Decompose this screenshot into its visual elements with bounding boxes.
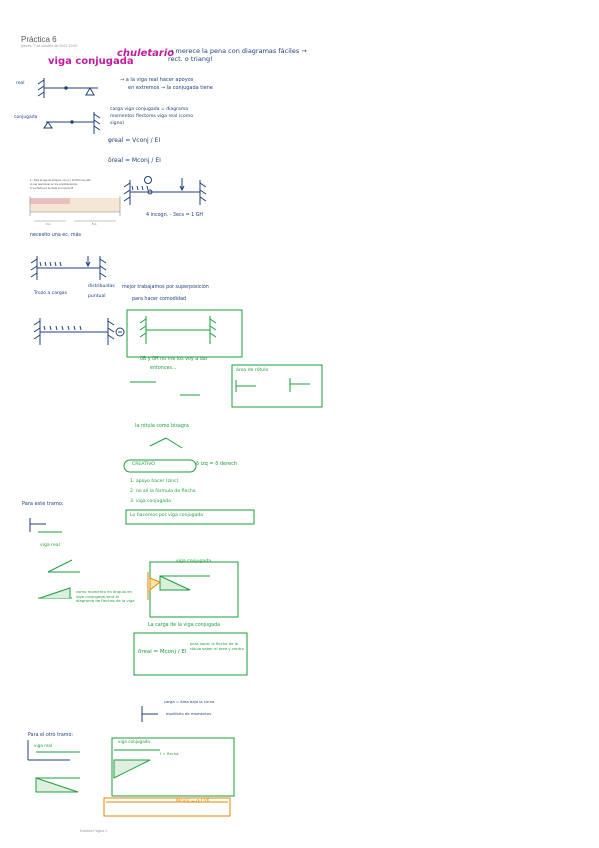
note-line-31: para sacar la flecha de la rótula saber …	[190, 641, 244, 651]
note-line-12: puntual	[88, 294, 106, 299]
green-diagrams	[35, 381, 210, 793]
superposition-sketch	[33, 318, 125, 345]
note-line-29: La carga de la viga conjugada	[148, 623, 221, 628]
green-boxes	[111, 309, 323, 797]
note-line-05: signo)	[110, 121, 125, 126]
note-line-37: f = flecha	[160, 751, 179, 756]
beam-two-supports	[30, 256, 107, 280]
note-line-07: δreal = Mconj / EI	[108, 157, 161, 164]
label-conjugada: conjugada	[14, 115, 38, 120]
page-footer: Estática Página 1	[80, 829, 108, 833]
note-line-11: distribuidas	[88, 284, 115, 289]
note-line-19: CREATIVO	[132, 462, 155, 467]
note-line-13: mejor trabajamos por superposición	[122, 285, 209, 290]
pasted-line-c: b) La flecha en la rótula en el punto B	[30, 187, 74, 190]
note-line-26: viga real	[40, 543, 60, 548]
note-line-38: Mconj = q·L²/6	[176, 799, 210, 804]
label-real: real	[16, 81, 25, 86]
page-timestamp: jueves, 7 de octubre de 2021 10:00	[21, 44, 78, 48]
pasted-problem-figure	[29, 196, 121, 222]
note-line-33: Para el otro tramo:	[28, 733, 74, 738]
note-line-09: necesito una ec. más	[30, 233, 82, 238]
fixed-beam-sketch	[123, 176, 207, 205]
note-line-35: viga conjugada	[118, 739, 150, 744]
note-line-27: viga conjugada	[176, 559, 212, 564]
note-line-16: entonces...	[150, 366, 177, 371]
note-line-04: momentos flectores viga real (como	[110, 114, 194, 119]
note-line-06: φreal = Vconj / EI	[108, 137, 161, 144]
pasted-dim-left: 3 m	[46, 223, 51, 226]
pasted-line-b: a) Las reacciones en los empotramientos	[30, 183, 78, 186]
pasted-problem: 1.- Para la viga de la figura, con q = 1…	[30, 179, 122, 227]
heading-rest: → merece la pena con diagramas fáciles →…	[168, 47, 307, 64]
heading-viga-conjugada: viga conjugada	[48, 56, 134, 67]
note-line-20: δ izq = δ derech	[196, 461, 238, 467]
note-line-01: → a la viga real hacer apoyos	[120, 77, 194, 83]
note-line-28: como momento en ángulo en viga conjugada…	[76, 589, 135, 604]
pasted-dim-right: 5 m	[92, 223, 97, 226]
note-line-10: Trozo a cargas	[34, 291, 67, 296]
note-line-23: 3. viga conjugada	[130, 499, 171, 504]
note-line-14: para hacer comodidad	[132, 297, 187, 302]
note-line-03: carga viga conjugada = diagrama	[110, 107, 189, 112]
note-line-02: en extremos → la conjugada tiene	[128, 85, 213, 91]
note-line-32: carga = área bajo la curva	[164, 699, 215, 704]
heading-chuletario: chuletario	[117, 48, 175, 59]
note-line-15: δB y δH no me los voy a dar	[140, 357, 208, 362]
real-beam-sketch	[37, 78, 98, 98]
lower-dark-sketches	[27, 518, 158, 761]
note-line-36: equilibrio de momentos	[166, 711, 212, 716]
note-line-17: área de rótulo	[236, 368, 269, 373]
orange-marks	[103, 572, 231, 817]
note-line-34: viga real	[34, 743, 53, 748]
pasted-line-a: 1.- Para la viga de la figura, con q = 1…	[30, 179, 92, 182]
page-title: Práctica 6	[21, 35, 57, 44]
note-line-30: δreal = Mconj / EI	[138, 649, 187, 655]
note-line-21: 1. apoyo hacer (zinc)	[130, 479, 179, 484]
note-line-25: Para este tramo:	[22, 501, 64, 507]
note-line-08: 4 incogn. - 3ecs = 1 GH	[146, 213, 204, 218]
note-line-24: Lo hacemos por viga conjugada	[130, 513, 204, 518]
conjugate-beam-sketch	[43, 112, 101, 134]
note-line-22: 2. no sé la fórmula de flecha	[130, 489, 196, 494]
note-line-18: la rótula como bisagra	[135, 424, 189, 429]
